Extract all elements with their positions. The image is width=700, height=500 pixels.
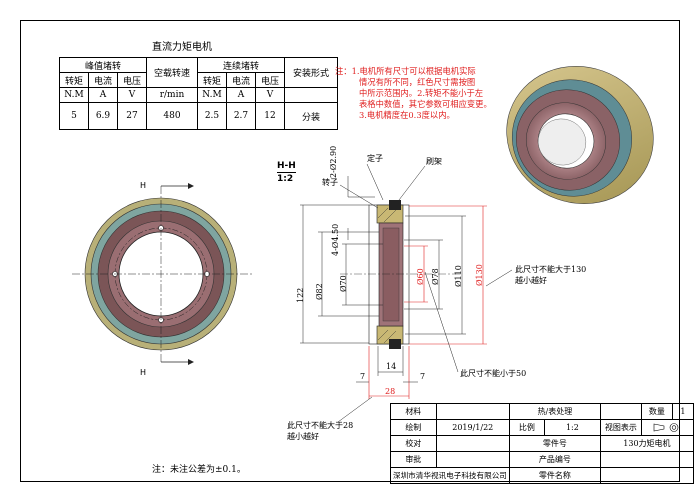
tb-product-value xyxy=(599,451,694,468)
hatch xyxy=(377,329,389,341)
iso-bore-inner xyxy=(537,118,587,166)
tb-view-label: 视图表示 xyxy=(599,419,642,436)
value-cont-current: 2.7 xyxy=(226,102,256,130)
tb-checked-value xyxy=(435,435,510,452)
brush-holder-top xyxy=(389,200,401,210)
tb-blank xyxy=(599,403,642,420)
red-note-line: 3.电机精度在0.3度以内。 xyxy=(359,110,455,120)
dim-text-28: 28 xyxy=(385,387,396,396)
spec-table: 峰值堵转 空载转速 连续堵转 安装形式 转矩 电流 电压 转矩 电流 电压 N.… xyxy=(59,57,338,130)
value-peak-voltage: 27 xyxy=(117,102,147,130)
tb-scale-value: 1:2 xyxy=(543,419,601,436)
callout-50: 此尺寸不能小于50 xyxy=(460,369,527,378)
dim-text-14: 14 xyxy=(386,362,397,371)
projection-symbol-icon xyxy=(654,422,679,432)
tb-company: 深圳市清华视讯电子科技有限公司 xyxy=(390,467,510,484)
dim-text-110: Ø110 xyxy=(454,265,463,287)
tb-material-label: 材料 xyxy=(390,403,437,420)
callout-28-line1: 此尺寸不能大于28 xyxy=(287,421,354,430)
section-marker-bottom: H xyxy=(140,368,147,377)
value-peak-torque: 5 xyxy=(59,102,89,130)
tolerance-note: 注：未注公差为±0.1。 xyxy=(152,465,246,475)
tb-partname-label: 零件名称 xyxy=(508,467,601,484)
section-title: H-H 1:2 xyxy=(277,160,296,185)
leader-130 xyxy=(485,269,513,287)
tb-drawn-label: 绘制 xyxy=(390,419,437,436)
value-mounting: 分装 xyxy=(284,102,338,130)
dim-text-82: Ø82 xyxy=(315,283,324,300)
tb-scale-label: 比例 xyxy=(508,419,545,436)
hatch xyxy=(377,207,389,219)
tb-checked-label: 校对 xyxy=(390,435,437,452)
hatch xyxy=(383,330,397,344)
tb-material-value xyxy=(435,403,510,420)
value-peak-current: 6.9 xyxy=(88,102,118,130)
red-note: 注：1.电机所有尺寸可以根据电机实际 情况有所不同，红色尺寸需按图 中所示范围内… xyxy=(335,66,515,121)
dim-text-60: Ø60 xyxy=(416,268,425,285)
callout-130-line1: 此尺寸不能大于130 xyxy=(515,265,587,274)
title-block: 材料 热/表处理 数量 1 绘制 2019/1/22 比例 1:2 视图表示 校… xyxy=(390,403,694,484)
drawing-frame xyxy=(20,20,680,482)
section-marker-top: H xyxy=(140,181,147,190)
front-view xyxy=(72,183,252,365)
section-view xyxy=(300,163,513,423)
label-stator: 定子 xyxy=(367,154,383,163)
tb-partno-value: 130力矩电机 xyxy=(599,435,694,452)
leader-28 xyxy=(337,396,373,423)
leader-rotor xyxy=(339,184,379,209)
value-speed: 480 xyxy=(146,102,198,130)
spec-table-title: 直流力矩电机 xyxy=(152,42,212,53)
arrow-head xyxy=(188,359,194,365)
tb-qty-label: 数量 xyxy=(640,403,673,420)
leader-50 xyxy=(424,271,459,373)
rotor-inner xyxy=(382,227,400,322)
sub-voltage-2: 电压 xyxy=(255,72,285,88)
dim-text-70: Ø70 xyxy=(339,275,348,292)
iso-view xyxy=(506,65,654,205)
brush-holder-bottom xyxy=(389,339,401,349)
callout-28-line2: 越小越好 xyxy=(287,432,319,441)
dim-text-450: 4-Ø4.50 xyxy=(331,223,340,256)
tb-qty-value: 1 xyxy=(671,403,694,420)
callout-130-line2: 越小越好 xyxy=(515,276,547,285)
leader-brush xyxy=(398,165,426,201)
tb-approved-label: 审批 xyxy=(390,451,437,468)
section-label: H-H xyxy=(277,161,296,173)
dim-text-122: 122 xyxy=(296,287,305,303)
tb-date: 2019/1/22 xyxy=(435,419,510,436)
tb-partno-label: 零件号 xyxy=(508,435,601,452)
red-note-line: 中所示范围内。2.转矩不能小于左 xyxy=(359,88,484,98)
tb-product-label: 产品编号 xyxy=(508,451,601,468)
tb-partname-value xyxy=(599,467,694,484)
red-note-line: 表格中数值，其它参数可相应变更。 xyxy=(359,99,492,109)
label-rotor: 转子 xyxy=(322,178,338,187)
dim-text-7b: 7 xyxy=(420,372,426,381)
dim-text-290: 2-Ø2.90 xyxy=(329,145,338,178)
arrow-head xyxy=(188,183,194,189)
tb-approved-value xyxy=(435,451,510,468)
tb-heat-label: 热/表处理 xyxy=(508,403,601,420)
red-note-line: 注：1.电机所有尺寸可以根据电机实际 xyxy=(335,66,476,76)
leader-stator xyxy=(366,163,384,201)
label-brush-holder: 刷架 xyxy=(426,157,442,166)
value-cont-voltage: 12 xyxy=(255,102,285,130)
red-note-line: 情况有所不同，红色尺寸需按图 xyxy=(359,77,476,87)
tb-view-symbol xyxy=(640,419,694,436)
dim-text-78: Ø78 xyxy=(431,268,440,285)
section-scale: 1:2 xyxy=(277,174,294,184)
dim-text-7a: 7 xyxy=(360,372,366,381)
hatch xyxy=(383,209,397,223)
dim-text-130: Ø130 xyxy=(475,264,484,286)
